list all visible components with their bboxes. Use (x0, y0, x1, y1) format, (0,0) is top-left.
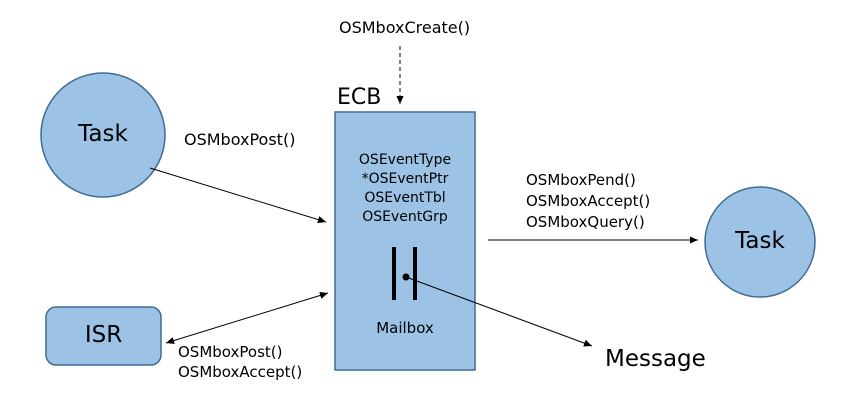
query-call: OSMboxQuery() (526, 213, 645, 231)
isr-arrow (165, 291, 329, 345)
mailbox-label: Mailbox (376, 319, 434, 337)
message-label: Message (605, 346, 706, 372)
ecb-box (334, 111, 476, 371)
task-right-calls: OSMboxPend() OSMboxAccept() OSMboxQuery(… (526, 170, 650, 233)
mailbox-bar-left (392, 247, 396, 300)
mailbox-pointer-dot (402, 273, 410, 281)
isr-call-post: OSMboxPost() (178, 343, 283, 361)
ecb-field-event-ptr: *OSEventPtr (361, 171, 449, 187)
isr-label: ISR (84, 322, 123, 348)
isr-calls: OSMboxPost() OSMboxAccept() (178, 342, 302, 382)
ecb-field-event-type: OSEventType (358, 152, 452, 168)
ecb-title: ECB (337, 85, 382, 110)
isr-call-accept: OSMboxAccept() (178, 363, 303, 381)
ecb-fields: OSEventType *OSEventPtr OSEventTbl OSEve… (335, 151, 475, 227)
task-right-node (704, 186, 816, 298)
task-left-call-label: OSMboxPost() (184, 130, 296, 149)
message-pointer-arrow (405, 276, 593, 347)
pend-call: OSMboxPend() (526, 171, 636, 189)
isr-node (45, 306, 162, 366)
task-left-node (40, 72, 166, 198)
ecb-field-event-tbl: OSEventTbl (364, 190, 446, 206)
ecb-field-event-grp: OSEventGrp (362, 209, 448, 225)
task-right-label: Task (735, 228, 785, 254)
mailbox-bar-right (413, 247, 417, 300)
task-left-label: Task (78, 121, 128, 147)
create-call-label: OSMboxCreate() (339, 18, 471, 37)
accept-call: OSMboxAccept() (526, 192, 651, 210)
post-arrow (149, 167, 327, 224)
